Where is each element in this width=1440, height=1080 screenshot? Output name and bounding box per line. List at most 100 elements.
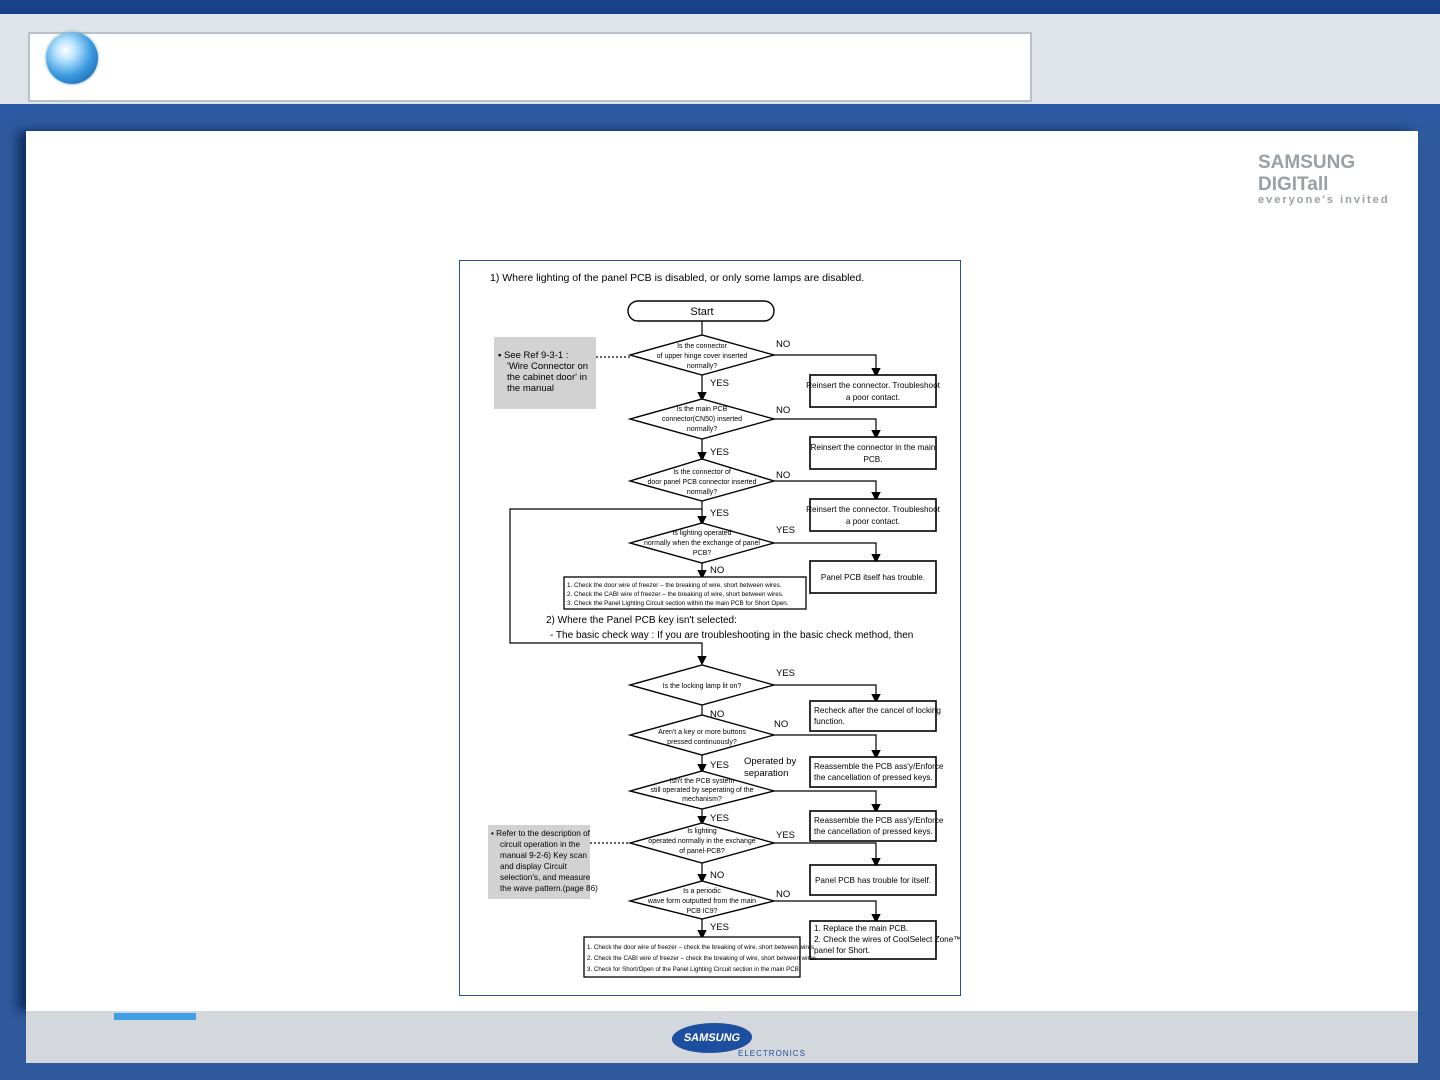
note1-line: 'Wire Connector on xyxy=(507,361,588,372)
q8-line: Is lighting xyxy=(687,828,717,835)
label-yes: YES xyxy=(776,830,795,841)
q4-line: Is lighting operated xyxy=(672,530,731,537)
flowchart-document: 1) Where lighting of the panel PCB is di… xyxy=(459,260,961,996)
note-box-1 xyxy=(494,337,596,409)
note2-line: ▪ Refer to the description of xyxy=(491,829,591,838)
check1-line: 2. Check the CABI wire of freezer – the … xyxy=(567,591,784,598)
brand-tagline: SAMSUNG DIGITall xyxy=(1258,152,1356,195)
action-box-a8 xyxy=(809,864,937,896)
check1-line: 3. Check the Panel Lighting Circuit sect… xyxy=(567,600,789,607)
note2-line: and display Circuit xyxy=(500,862,568,871)
a9-line: 2. Check the wires of CoolSelect Zone™ xyxy=(814,935,960,944)
label-yes: YES xyxy=(776,525,795,536)
check2-line: 2. Check the CABI wire of freezer – chec… xyxy=(587,955,818,962)
a2-line: Reinsert the connector in the main xyxy=(811,443,936,452)
note-box-2 xyxy=(488,825,590,899)
label-yes: YES xyxy=(710,922,729,933)
note1-text: ▪ See Ref 9-3-1 : 'Wire Connector on the… xyxy=(498,350,588,394)
q7-line: Isn't the PCB system xyxy=(670,778,735,785)
label-yes: YES xyxy=(710,378,729,389)
operated-by-label: separation xyxy=(744,768,788,779)
check-box-2 xyxy=(583,936,801,978)
decision-q9 xyxy=(627,880,777,920)
decision-q6 xyxy=(627,714,777,756)
q1-line: of upper hinge cover inserted xyxy=(657,353,748,360)
action-box-a1 xyxy=(809,374,937,408)
operated-by-label: Operated by xyxy=(744,756,797,767)
q2-line: normally? xyxy=(687,426,717,433)
top-bar xyxy=(0,0,1440,24)
label-yes: YES xyxy=(776,668,795,679)
q8-line: of panel-PCB? xyxy=(679,848,725,855)
decision-q7 xyxy=(627,770,777,810)
a9-line: 1. Replace the main PCB. xyxy=(814,924,908,933)
q2-line: Is the main PCB xyxy=(677,406,728,413)
label-yes: YES xyxy=(710,447,729,458)
label-yes: YES xyxy=(710,760,729,771)
label-no: NO xyxy=(710,870,724,881)
q9-line: wave form outputted from the main xyxy=(647,898,756,905)
section1-title: 1) Where lighting of the panel PCB is di… xyxy=(490,272,864,284)
action-box-a3 xyxy=(809,498,937,532)
note2-line: the wave pattern.(page 86) xyxy=(500,884,598,893)
q7-line: still operated by seperating of the xyxy=(650,787,753,794)
a9-line: panel for Short. xyxy=(814,946,870,955)
note1-line: ▪ See Ref 9-3-1 : xyxy=(498,350,568,361)
action-box-a5 xyxy=(809,700,937,732)
action-box-a7 xyxy=(809,810,937,842)
decision-q5 xyxy=(627,664,777,706)
a7-line: Reassemble the PCB ass'y/Enforce xyxy=(814,816,944,825)
check2-line: 1. Check the door wire of freezer – chec… xyxy=(587,944,816,951)
note2-line: circuit operation in the xyxy=(500,840,581,849)
label-no: NO xyxy=(776,889,790,900)
q3-line: door panel PCB connector inserted xyxy=(648,479,757,486)
q9-line: Is a periodic xyxy=(683,888,721,895)
check1-line: 1. Check the door wire of freezer – the … xyxy=(567,582,782,589)
q3-line: normally? xyxy=(687,489,717,496)
start-label: Start xyxy=(690,306,713,318)
action-box-a4 xyxy=(809,560,937,594)
label-no: NO xyxy=(710,709,724,720)
footer-accent-stripe xyxy=(114,1013,196,1020)
q4-line: PCB? xyxy=(693,550,711,557)
label-no: NO xyxy=(776,339,790,350)
a1-line: a poor contact. xyxy=(846,393,900,402)
q1-line: Is the connector xyxy=(677,343,727,350)
a7-line: the cancellation of pressed keys. xyxy=(814,827,933,836)
q6-line: Aren't a key or more buttons xyxy=(658,729,746,736)
label-no: NO xyxy=(776,405,790,416)
decision-q4 xyxy=(627,522,777,564)
section2-subtitle: - The basic check way : If you are troub… xyxy=(550,630,913,641)
label-no: NO xyxy=(776,470,790,481)
q3-line: Is the connector of xyxy=(673,469,731,476)
q7-line: mechanism? xyxy=(682,796,722,803)
a1-line: Reinsert the connector. Troubleshoot xyxy=(806,381,941,390)
samsung-digitall-logo: SAMSUNG DIGITall everyone's invited xyxy=(1258,152,1418,206)
a8-text: Panel PCB has trouble for itself. xyxy=(815,876,931,885)
brand-tagline-sub: everyone's invited xyxy=(1258,194,1390,206)
slide-title-area xyxy=(28,32,1032,102)
a6-line: Reassemble the PCB ass'y/Enforce xyxy=(814,762,944,771)
check-box-1 xyxy=(563,576,807,610)
decision-q8 xyxy=(627,822,777,864)
section2-title: 2) Where the Panel PCB key isn't selecte… xyxy=(546,615,737,626)
action-box-a2 xyxy=(809,436,937,470)
flowchart-svg: 1) Where lighting of the panel PCB is di… xyxy=(488,272,961,978)
q4-line: normally when the exchange of panel xyxy=(644,540,760,547)
a4-text: Panel PCB itself has trouble. xyxy=(821,573,925,582)
q6-line: pressed continuously? xyxy=(667,739,737,746)
decision-q1 xyxy=(627,334,777,376)
q9-line: PCB IC9? xyxy=(686,908,717,915)
note2-line: selection's, and measure xyxy=(500,873,591,882)
label-yes: YES xyxy=(710,813,729,824)
note1-line: the manual xyxy=(507,383,554,394)
a5-line: Recheck after the cancel of locking xyxy=(814,706,941,715)
a2-line: PCB. xyxy=(863,455,882,464)
a3-line: a poor contact. xyxy=(846,517,900,526)
q8-line: operated normally in the exchange xyxy=(648,838,756,845)
a6-line: the cancellation of pressed keys. xyxy=(814,773,933,782)
decision-q2 xyxy=(627,398,777,440)
samsung-logo-sub: ELECTRONICS xyxy=(738,1049,806,1058)
decision-q3 xyxy=(627,458,777,502)
note2-line: manual 9-2-6) Key scan xyxy=(500,851,587,860)
